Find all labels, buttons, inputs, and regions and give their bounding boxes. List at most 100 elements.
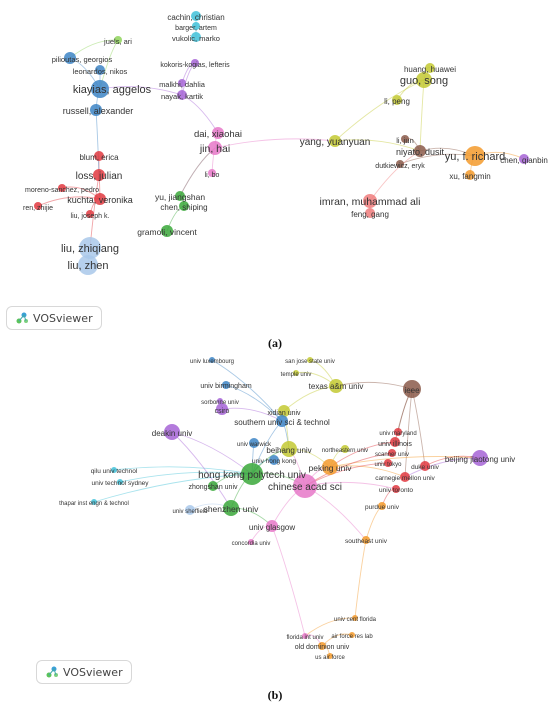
node-southern-univ-sci-technol[interactable] — [276, 415, 288, 427]
node-kiayias-aggelos[interactable] — [91, 80, 109, 98]
node-univ-toronto[interactable] — [392, 485, 400, 493]
node-chinese-acad-sci[interactable] — [293, 474, 317, 498]
node-label-li-jun: li, jun — [396, 136, 414, 145]
node-label-northeastern-univ: northeastern univ — [322, 448, 368, 454]
node-univ-illinois[interactable] — [390, 437, 400, 447]
node-scanner-univ[interactable] — [388, 449, 396, 457]
node-label-kuchta-veronika: kuchta, veronika — [67, 195, 133, 205]
node-univ-glasgow[interactable] — [266, 520, 278, 532]
node-pilioutas-georgios[interactable] — [64, 52, 76, 64]
node-southeast-univ[interactable] — [362, 536, 370, 544]
node-univ-maryland[interactable] — [394, 428, 402, 436]
node-liu-zhiqiang[interactable] — [79, 237, 101, 259]
b-link — [171, 431, 232, 509]
node-beihang-univ[interactable] — [281, 441, 297, 457]
node-label-juels-ari: juels, ari — [103, 37, 132, 46]
node-duke-univ[interactable] — [420, 461, 430, 471]
node-malkhi-dahlia[interactable] — [178, 79, 186, 87]
node-chen-shiping[interactable] — [179, 201, 189, 211]
node-qilu-univ-technol[interactable] — [111, 467, 117, 473]
node-san-jose-state-univ[interactable] — [307, 357, 313, 363]
node-nayak-kartik[interactable] — [177, 90, 187, 100]
node-beijing-jiaotong-univ[interactable] — [472, 450, 488, 466]
node-zhongshan-univ[interactable] — [208, 481, 218, 491]
node-us-air-force[interactable] — [327, 653, 333, 659]
node-ieee[interactable] — [403, 380, 421, 398]
node-yang-yuanyuan[interactable] — [329, 135, 341, 147]
node-csiro[interactable] — [216, 403, 228, 415]
node-li-jun[interactable] — [401, 135, 409, 143]
node-florida-int-univ[interactable] — [302, 633, 308, 639]
node-yu-f-richard[interactable] — [465, 146, 485, 166]
node-peking-univ[interactable] — [322, 459, 338, 475]
node-shenzhen-univ[interactable] — [223, 500, 239, 516]
node-univ-cent-florida[interactable] — [352, 615, 358, 621]
node-purdue-univ[interactable] — [378, 502, 386, 510]
a-link — [369, 150, 421, 202]
node-label-dai-xiaohai: dai, xiaohai — [194, 129, 242, 140]
node-liu-zhen[interactable] — [78, 255, 98, 275]
node-univ-technol-sydney[interactable] — [117, 479, 123, 485]
node-univ-sheffield[interactable] — [185, 505, 195, 515]
caption-a: (a) — [268, 336, 282, 350]
node-barger-artem[interactable] — [192, 22, 200, 30]
node-vukolic-marko[interactable] — [191, 32, 201, 42]
node-guo-song[interactable] — [416, 72, 432, 88]
b-link — [93, 473, 253, 503]
node-gramoli-vincent[interactable] — [161, 225, 173, 237]
node-blum-erica[interactable] — [94, 151, 104, 161]
b-link — [411, 388, 426, 467]
node-li-bo[interactable] — [208, 169, 216, 177]
node-northeastern-univ[interactable] — [341, 445, 349, 453]
node-texas-a-m-univ[interactable] — [329, 379, 343, 393]
node-label-xu-fangmin: xu, fangmin — [449, 172, 490, 181]
node-deakin-univ[interactable] — [164, 424, 180, 440]
node-label-univ-warwick: univ warwick — [237, 442, 272, 448]
node-label-concordia-univ: concordia univ — [232, 541, 271, 547]
node-air-force-res-lab[interactable] — [349, 632, 355, 638]
node-kuchta-veronika[interactable] — [94, 193, 106, 205]
node-huang-huawei[interactable] — [425, 63, 435, 73]
node-niyato-dusit[interactable] — [414, 145, 426, 157]
node-juels-ari[interactable] — [114, 36, 122, 44]
node-univ-warwick[interactable] — [249, 438, 259, 448]
node-imran-muhammad-ali[interactable] — [363, 194, 377, 208]
node-feng-gang[interactable] — [365, 208, 375, 218]
node-label-purdue-univ: purdue univ — [365, 504, 400, 511]
node-russell-alexander[interactable] — [90, 104, 102, 116]
node-yu-jiangshan[interactable] — [175, 191, 185, 201]
node-jin-hai[interactable] — [208, 141, 222, 155]
node-label-pilioutas-georgios: pilioutas, georgios — [52, 55, 113, 64]
node-li-peng[interactable] — [392, 95, 402, 105]
node-thapar-inst-engn-technol[interactable] — [91, 499, 97, 505]
node-dai-xiaohai[interactable] — [212, 127, 224, 139]
node-label-leonardos-nikos: leonardos, nikos — [73, 67, 128, 76]
node-univ-hong-kong[interactable] — [269, 455, 279, 465]
node-chen-qianbin[interactable] — [519, 154, 529, 164]
node-label-liu-zhen: liu, zhen — [68, 260, 109, 272]
node-xidian-univ[interactable] — [278, 405, 290, 417]
node-xu-fangmin[interactable] — [465, 170, 475, 180]
node-sorbonne-univ[interactable] — [217, 398, 223, 404]
node-cachin-christian[interactable] — [191, 11, 201, 21]
node-kokoris-kogias-lefteris[interactable] — [191, 59, 199, 67]
node-loss-julian[interactable] — [93, 169, 105, 181]
node-univ-tokyo[interactable] — [384, 459, 392, 467]
node-label-us-air-force: us air force — [315, 655, 345, 661]
node-hong-kong-polytech-univ[interactable] — [241, 463, 263, 485]
node-temple-univ[interactable] — [293, 370, 299, 376]
node-concordia-univ[interactable] — [248, 539, 254, 545]
vosviewer-logo-icon-b — [46, 666, 58, 678]
node-univ-luxembourg[interactable] — [209, 357, 215, 363]
node-ren-zhijie[interactable] — [34, 202, 42, 210]
node-label-russell-alexander: russell, alexander — [63, 106, 134, 116]
node-leonardos-nikos[interactable] — [95, 65, 105, 75]
node-old-dominion-univ[interactable] — [318, 642, 326, 650]
node-carnegie-mellon-univ[interactable] — [400, 472, 410, 482]
a-link — [334, 139, 421, 152]
node-liu-joseph-k[interactable] — [86, 210, 94, 218]
node-dutkiewicz-eryk[interactable] — [396, 160, 404, 168]
node-moreno-sanchez-pedro[interactable] — [58, 184, 66, 192]
node-univ-birmingham[interactable] — [222, 381, 230, 389]
